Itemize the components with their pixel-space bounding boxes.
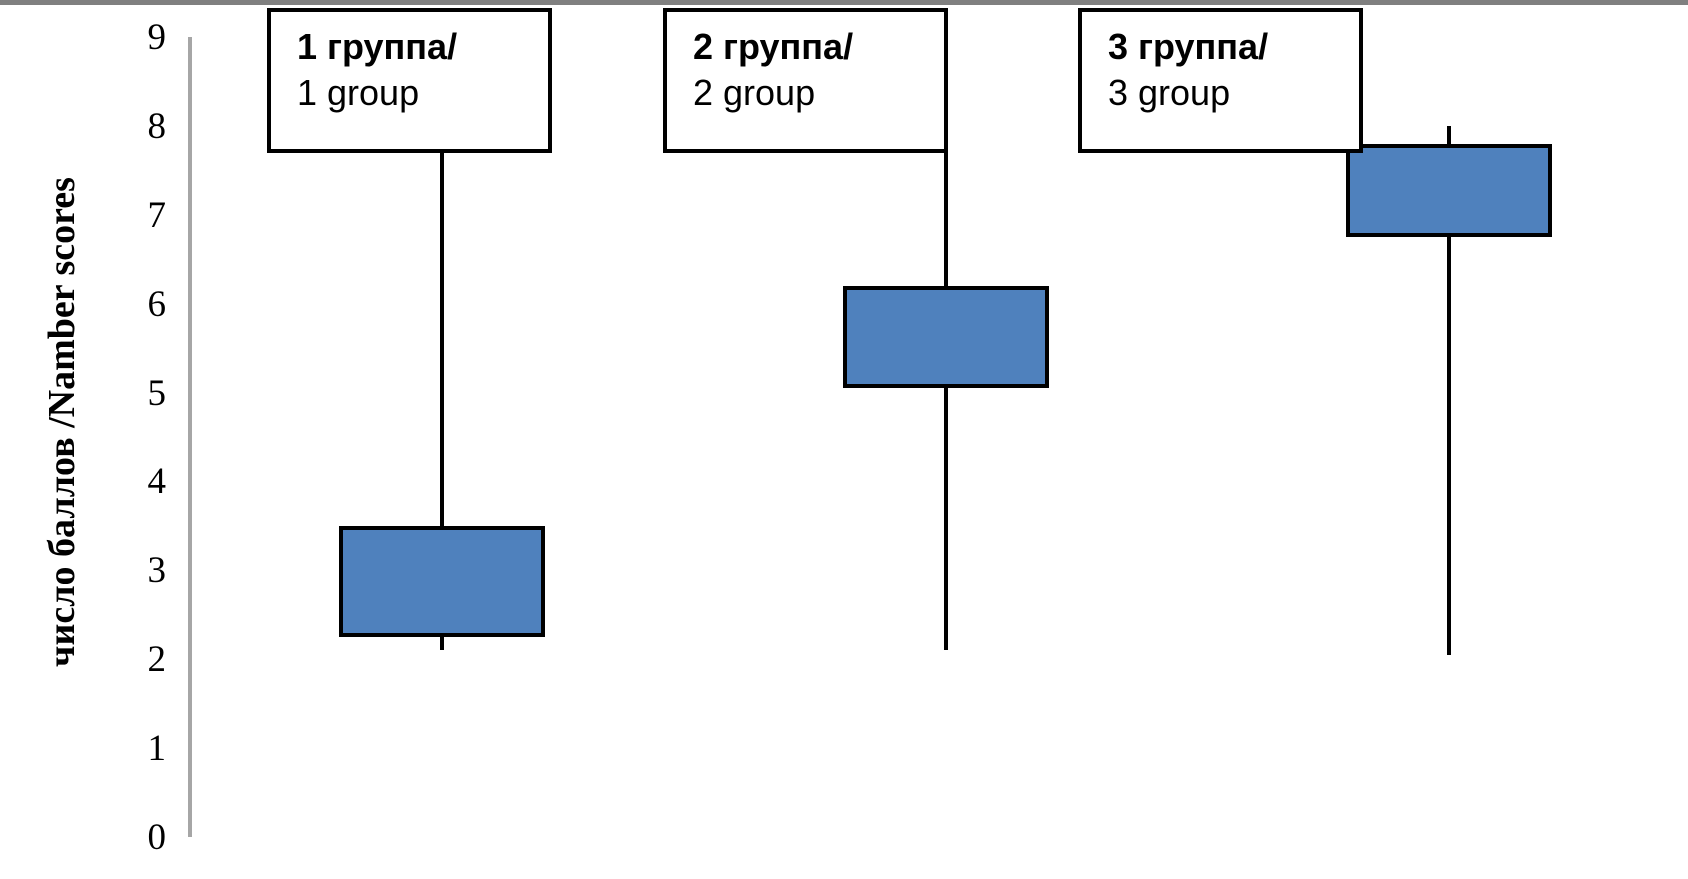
box-group-1 (339, 525, 545, 637)
y-tick-9: 9 (147, 17, 167, 58)
whisker-lower-group-3 (1447, 237, 1451, 655)
y-axis-tick-labels: 9 8 7 6 5 4 3 2 1 0 (100, 0, 167, 879)
group-label-3-russian: 3 группа/ (1108, 26, 1269, 67)
group-label-2-english: 2 group (693, 72, 816, 114)
whisker-upper-group-1 (440, 117, 444, 526)
y-tick-7: 7 (147, 194, 167, 236)
group-label-1-english: 1 group (297, 72, 420, 114)
group-label-box-1[interactable]: 1 группа/ 1 group (267, 8, 552, 153)
whisker-upper-group-3 (1447, 125, 1451, 144)
y-tick-0: 0 (147, 817, 167, 858)
y-tick-3: 3 (147, 550, 167, 592)
group-label-box-3[interactable]: 3 группа/ 3 group (1078, 8, 1363, 153)
box-group-2 (843, 285, 1049, 389)
y-tick-8: 8 (147, 105, 167, 147)
y-tick-6: 6 (147, 283, 167, 325)
group-label-1-russian: 1 группа/ (297, 26, 458, 67)
group-label-2-russian: 2 группа/ (693, 26, 854, 67)
y-tick-1: 1 (147, 728, 167, 770)
group-label-box-2[interactable]: 2 группа/ 2 group (663, 8, 948, 153)
y-tick-2: 2 (147, 639, 167, 681)
y-tick-5: 5 (147, 372, 167, 414)
whisker-lower-group-2 (944, 388, 948, 651)
whisker-upper-group-2 (944, 125, 948, 286)
whisker-lower-group-1 (440, 637, 444, 651)
group-label-3-english: 3 group (1108, 72, 1231, 114)
top-border-bar (0, 0, 1688, 5)
box-group-3 (1346, 143, 1552, 237)
y-tick-4: 4 (147, 461, 167, 503)
y-axis-line (188, 37, 192, 837)
